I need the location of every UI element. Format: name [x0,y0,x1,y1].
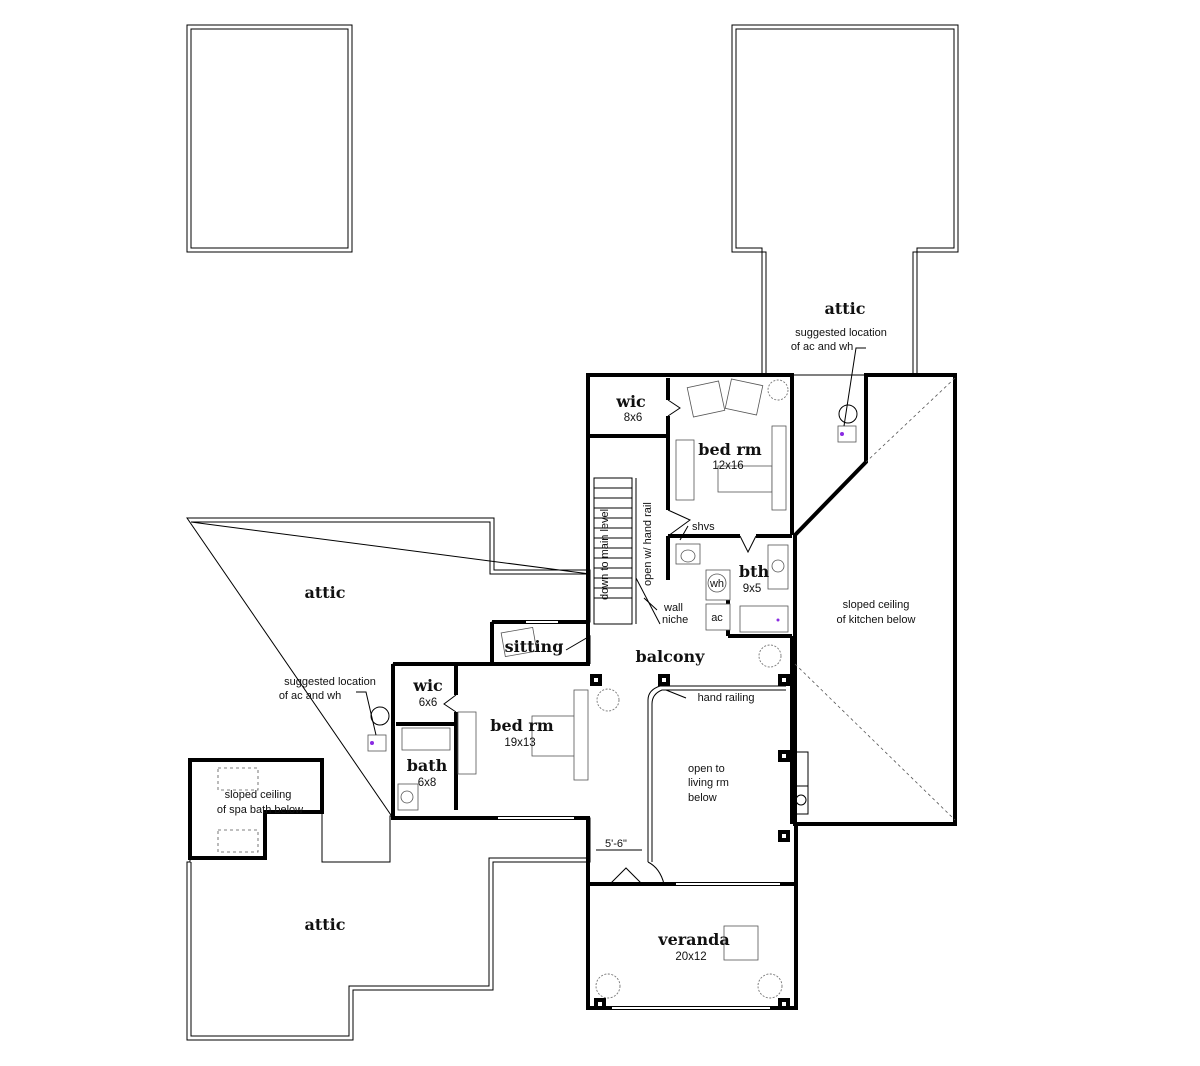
ac-wh-note-left-line2: of ac and wh [279,690,341,702]
wic-upper-name: wic [615,392,646,411]
ac-wh-note-left-line1: suggested location [284,676,376,688]
bth-name: bth [739,562,770,581]
sloped-kitchen-note-line2: of kitchen below [837,614,916,626]
bath-size: 6x8 [418,777,437,789]
windows [498,621,780,1009]
leaders [356,347,866,736]
stairs-down-note: down to main level [599,509,611,600]
dimension-label: 5'-6" [605,838,627,850]
sloped-spa-note-line2: of spa bath below [217,804,303,816]
bath-fixtures [397,543,789,811]
balcony-name: balcony [636,647,706,666]
wh-label: wh [709,578,724,590]
open-living-note-line1: open to [688,763,725,775]
wic-lower-name: wic [412,676,443,695]
attic-outline-top-right [731,24,959,376]
bth-size: 9x5 [743,583,762,595]
attic-outline-left [186,517,591,1041]
ac-wh-note-right-line1: suggested location [795,327,887,339]
thin-details [443,399,809,1010]
wic-lower-size: 6x6 [419,697,438,709]
wall-niche-note-line1: wall [663,602,683,614]
attic-label-left-upper: attic [305,583,346,602]
ac-wh-note-right-line2: of ac and wh [791,341,853,353]
sloped-spa-note-line1: sloped ceiling [225,789,292,801]
veranda-name: veranda [657,930,729,949]
open-living-note-line3: below [688,792,717,804]
attic-outline-top-left [186,24,353,253]
wall-niche-note-line2: niche [662,614,688,626]
bath-name: bath [407,756,448,775]
stairs [593,477,661,625]
shvs-note: shvs [692,521,715,533]
open-living-note-line2: living rm [688,777,729,789]
ac-label: ac [711,612,723,624]
sitting-name: sitting [505,637,564,656]
attic-label-right: attic [825,299,866,318]
stairs-open-note: open w/ hand rail [642,502,654,586]
bed-rm-lower-name: bed rm [490,716,554,735]
spa-bath-sloped-box [188,758,324,860]
bed-rm-upper-name: bed rm [698,440,762,459]
attic-label-left-lower: attic [305,915,346,934]
bed-rm-upper-size: 12x16 [712,460,743,472]
furniture [367,378,858,999]
bed-rm-lower-size: 19x13 [504,737,535,749]
sloped-kitchen-note-line1: sloped ceiling [843,599,910,611]
wic-upper-size: 8x6 [624,412,643,424]
veranda-size: 20x12 [675,951,706,963]
hand-railing-note: hand railing [698,692,755,704]
